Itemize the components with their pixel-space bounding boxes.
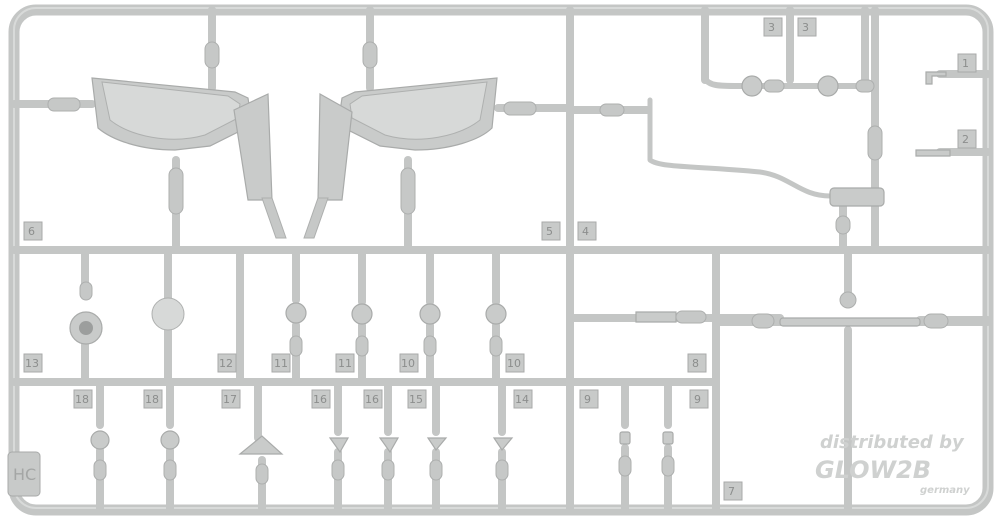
distributor-watermark: distributed by GLOW2B germany [815, 432, 970, 496]
part-number-label: 12 [219, 357, 233, 370]
part-exhaust-pipe [599, 97, 885, 207]
part-number-label: 11 [338, 357, 352, 370]
part-number-label: 4 [582, 225, 589, 238]
sprue-gates [47, 41, 851, 235]
part-wheel-13 [69, 281, 103, 345]
part-lever-8 [635, 310, 707, 324]
sprue-code-plate: HC [7, 451, 41, 497]
part-number-label: 11 [274, 357, 288, 370]
part-number-label: 10 [507, 357, 521, 370]
part-small-row3 [90, 430, 675, 485]
part-rods-3 [702, 75, 883, 161]
part-number-label: 3 [802, 21, 809, 34]
part-balls-10-11 [285, 302, 507, 357]
part-number-label: 2 [962, 133, 969, 146]
part-fender-right [303, 77, 498, 239]
part-number-label: 5 [546, 225, 553, 238]
watermark-line-2: GLOW2B [815, 456, 931, 484]
part-number-label: 18 [75, 393, 89, 406]
sprue-code: HC [13, 465, 36, 484]
part-number-label: 14 [515, 393, 529, 406]
part-number-label: 18 [145, 393, 159, 406]
part-number-label: 7 [728, 485, 735, 498]
watermark-line-3: germany [920, 485, 970, 496]
watermark-line-1: distributed by [820, 432, 965, 453]
part-number-label: 8 [692, 357, 699, 370]
part-axle [751, 291, 949, 329]
part-number-label: 6 [28, 225, 35, 238]
part-number-label: 1 [962, 57, 969, 70]
part-number-label: 13 [25, 357, 39, 370]
part-number-label: 16 [313, 393, 327, 406]
part-number-label: 10 [401, 357, 415, 370]
part-number-label: 16 [365, 393, 379, 406]
part-fender-left [91, 77, 287, 239]
part-number-tabs [23, 17, 977, 501]
part-number-label: 9 [584, 393, 591, 406]
part-number-label: 17 [223, 393, 237, 406]
part-number-labels: 1 2 3 3 4 5 6 7 8 9 9 10 10 11 11 12 13 … [25, 21, 969, 498]
part-disc-12 [151, 297, 185, 331]
part-number-label: 15 [409, 393, 423, 406]
part-number-label: 3 [768, 21, 775, 34]
part-small-1-2 [915, 71, 951, 157]
part-number-label: 9 [694, 393, 701, 406]
